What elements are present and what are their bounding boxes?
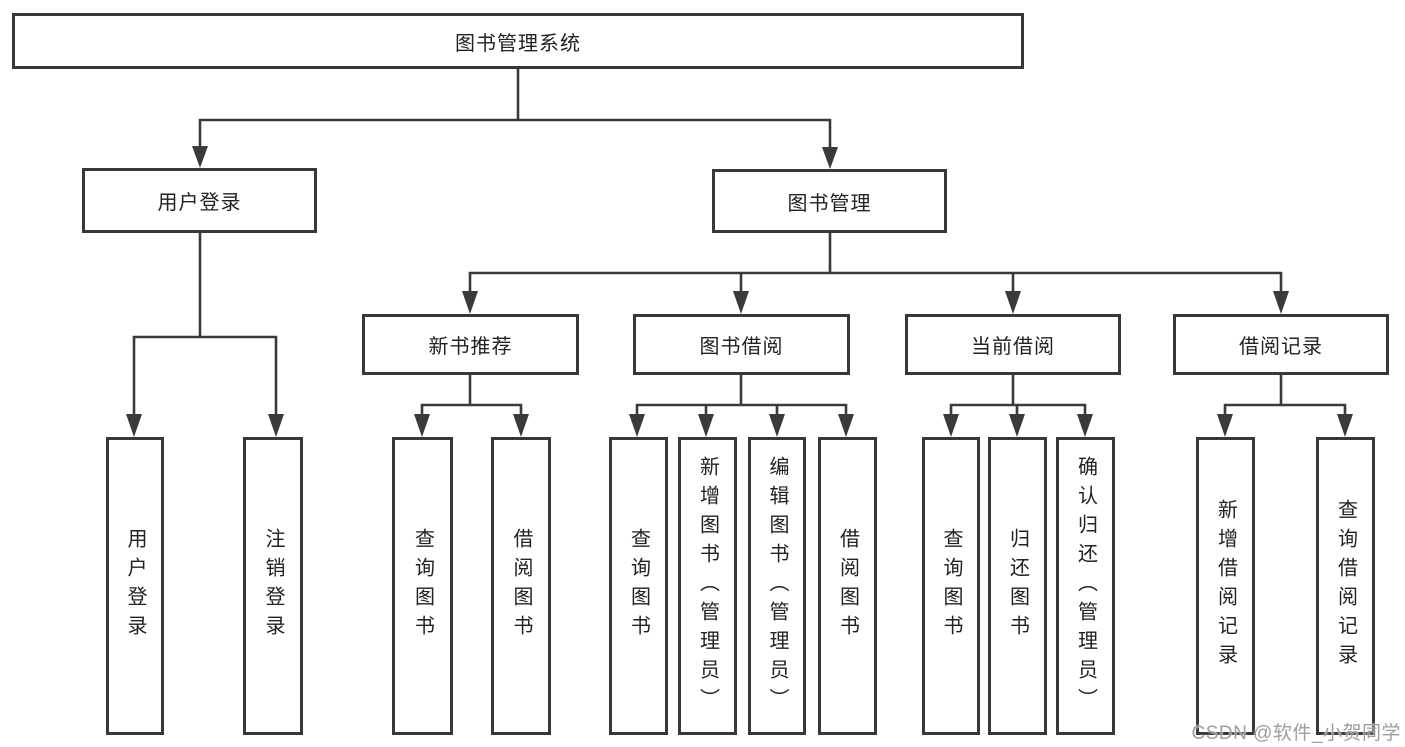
leaf-return-books-label: 归还图书	[1006, 528, 1029, 644]
connectors-new-book-rec-to-leaves	[414, 375, 529, 437]
node-book-borrow: 图书借阅	[633, 314, 850, 375]
leaf-edit-books-admin: 编辑图书（管理员）	[748, 437, 806, 735]
leaf-query-books-3: 查询图书	[922, 437, 980, 735]
leaf-query-borrow-record: 查询借阅记录	[1316, 437, 1375, 735]
leaf-add-borrow-record-label: 新增借阅记录	[1214, 499, 1237, 673]
leaf-add-borrow-record: 新增借阅记录	[1196, 437, 1255, 735]
node-current-borrow: 当前借阅	[905, 314, 1121, 375]
csdn-watermark: CSDN @软件_小贺同学	[1191, 723, 1401, 744]
connectors-current-borrow-to-leaves	[943, 375, 1093, 437]
connectors-book-mgmt-to-level3	[462, 233, 1289, 314]
leaf-query-borrow-record-label: 查询借阅记录	[1334, 499, 1357, 673]
node-user-login-label: 用户登录	[157, 192, 242, 214]
node-borrow-records-label: 借阅记录	[1239, 336, 1323, 358]
node-new-book-recommend-label: 新书推荐	[428, 336, 513, 358]
node-book-borrow-label: 图书借阅	[699, 336, 784, 358]
node-book-management: 图书管理	[712, 169, 947, 233]
leaf-logout-label: 注销登录	[262, 528, 284, 644]
node-root-label: 图书管理系统	[455, 32, 581, 55]
connectors-root-to-level2	[192, 69, 838, 169]
leaf-logout: 注销登录	[243, 437, 303, 735]
leaf-query-books-2-label: 查询图书	[627, 528, 650, 644]
node-new-book-recommend: 新书推荐	[362, 314, 579, 375]
leaf-query-books-1: 查询图书	[392, 437, 453, 735]
leaf-return-books: 归还图书	[988, 437, 1047, 735]
connectors-borrow-records-to-leaves	[1217, 375, 1353, 437]
node-user-login: 用户登录	[82, 168, 317, 233]
leaf-query-books-3-label: 查询图书	[940, 528, 962, 644]
node-current-borrow-label: 当前借阅	[971, 336, 1055, 358]
leaf-borrow-books-1-label: 借阅图书	[510, 528, 532, 644]
leaf-borrow-books-2: 借阅图书	[818, 437, 877, 735]
node-root: 图书管理系统	[12, 13, 1024, 69]
node-borrow-records: 借阅记录	[1173, 314, 1389, 375]
leaf-borrow-books-2-label: 借阅图书	[836, 528, 859, 644]
leaf-user-login-label: 用户登录	[124, 528, 146, 644]
leaf-query-books-1-label: 查询图书	[411, 528, 434, 644]
node-book-management-label: 图书管理	[787, 192, 872, 215]
leaf-edit-books-admin-label: 编辑图书（管理员）	[766, 455, 788, 717]
connectors-user-login-to-leaves	[126, 233, 284, 437]
leaf-confirm-return-admin-label: 确认归还（管理员）	[1074, 455, 1097, 717]
leaf-borrow-books-1: 借阅图书	[491, 437, 551, 735]
leaf-query-books-2: 查询图书	[609, 437, 668, 735]
leaf-user-login: 用户登录	[106, 437, 164, 735]
leaf-add-books-admin: 新增图书（管理员）	[678, 437, 737, 735]
connectors-book-borrow-to-leaves	[629, 375, 854, 437]
leaf-add-books-admin-label: 新增图书（管理员）	[696, 455, 719, 717]
leaf-confirm-return-admin: 确认归还（管理员）	[1056, 437, 1115, 735]
